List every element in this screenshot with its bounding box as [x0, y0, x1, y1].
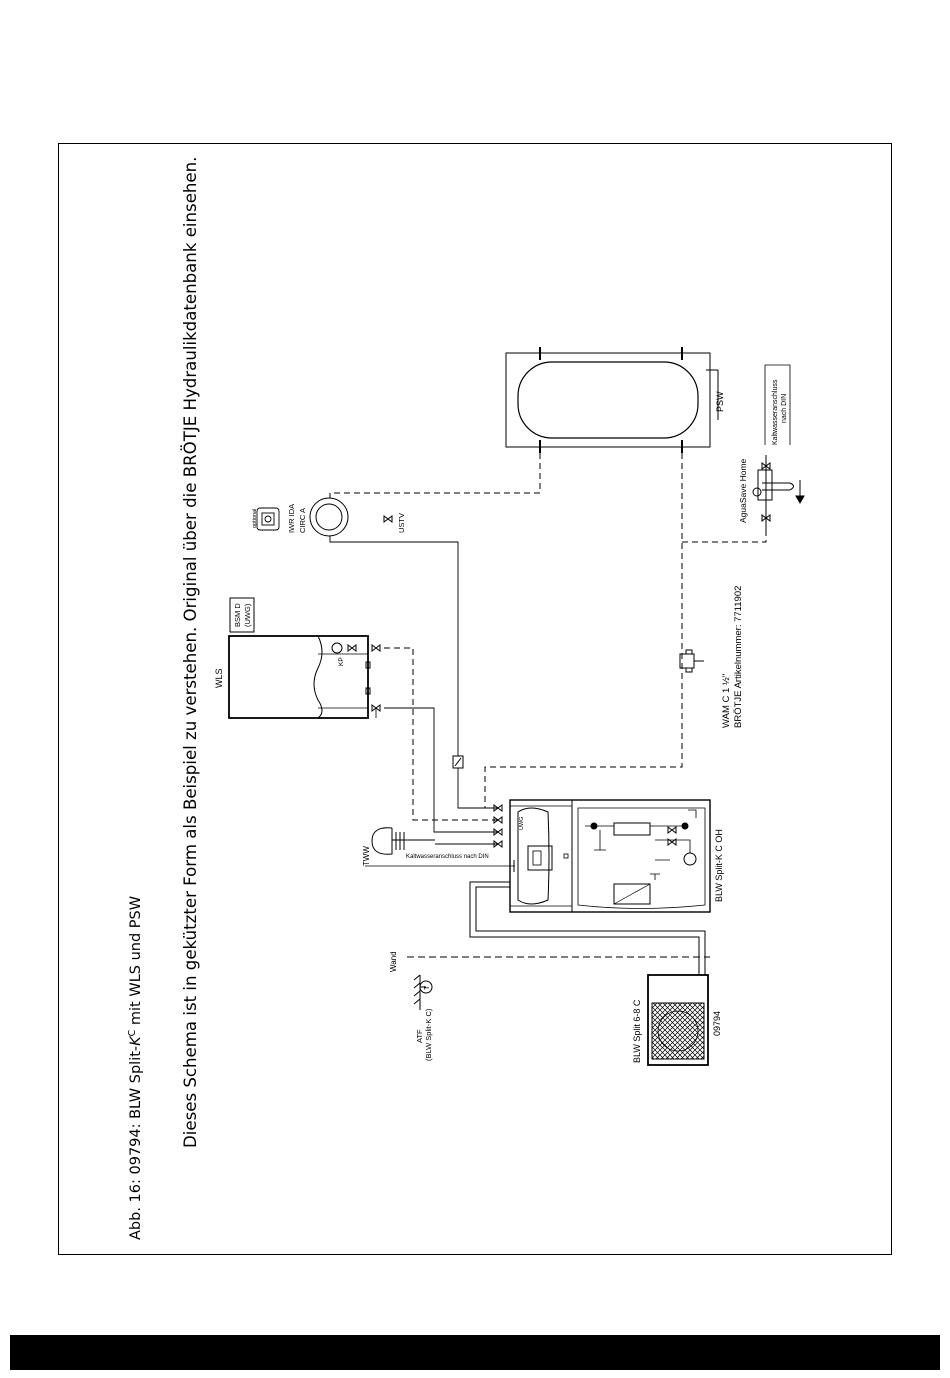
wam-label-2: BRÖTJE Artikelnummer: 7711902 [733, 586, 744, 728]
indoor-unit-label: BLW Split-K C OH [714, 829, 724, 902]
aquasave-unit [752, 455, 805, 530]
kp-label: KP [338, 657, 345, 666]
kaltwasser-top-label-1: Kaltwasseranschluss [772, 379, 779, 445]
atf-label-1: ATF [415, 1029, 424, 1043]
figure-note: Dieses Schema ist in gekützter Form als … [181, 157, 200, 1148]
wam-label-1: WAM C 1 ½" [721, 674, 732, 728]
footer-bar [10, 1335, 940, 1370]
outdoor-unit [647, 974, 709, 1066]
outdoor-label-2: 09794 [712, 1011, 722, 1036]
optional-thermostat [256, 507, 280, 531]
wam-c-separator [679, 649, 704, 673]
circ-pump [309, 497, 349, 537]
kaltwasser-top-label-2: nach DIN [781, 394, 788, 423]
wls-tank [228, 635, 381, 719]
uwg-label: UWG [519, 817, 525, 830]
diagram-frame [58, 143, 892, 1255]
tww-label: TWW [362, 846, 371, 866]
ustv-valve [383, 515, 393, 523]
atf-t-label: T [424, 985, 431, 990]
bsm-box [229, 597, 255, 633]
optional-label: optional [252, 509, 258, 528]
indoor-unit [509, 799, 711, 913]
piping [329, 453, 767, 975]
ustv-label: USTV [397, 513, 406, 533]
outdoor-label-1: BLW Split 6-8 C [632, 999, 642, 1063]
atf-label-2: (BLW Split-K C) [424, 1008, 433, 1061]
circ-a-label: CIRC A [298, 508, 307, 533]
figure-caption: Abb. 16: 09794: BLW Split-KC mit WLS und… [127, 896, 144, 1240]
psw-label: PSW [715, 391, 725, 412]
aquasave-label: AguaSave Home [738, 458, 748, 523]
bsm-label-2: (UWG) [243, 603, 252, 627]
bsm-label-1: BSM D [233, 603, 242, 627]
kaltwasser-mid-label: Kaltwasseranschluss nach DIN [406, 854, 489, 860]
psw-tank [505, 347, 719, 453]
tww-tap [371, 827, 405, 855]
wand-label: Wand [389, 951, 398, 972]
wls-label: WLS [214, 668, 224, 688]
atf-sensor [413, 974, 433, 1010]
iwr-ida-label: IWR IDA [287, 504, 296, 533]
